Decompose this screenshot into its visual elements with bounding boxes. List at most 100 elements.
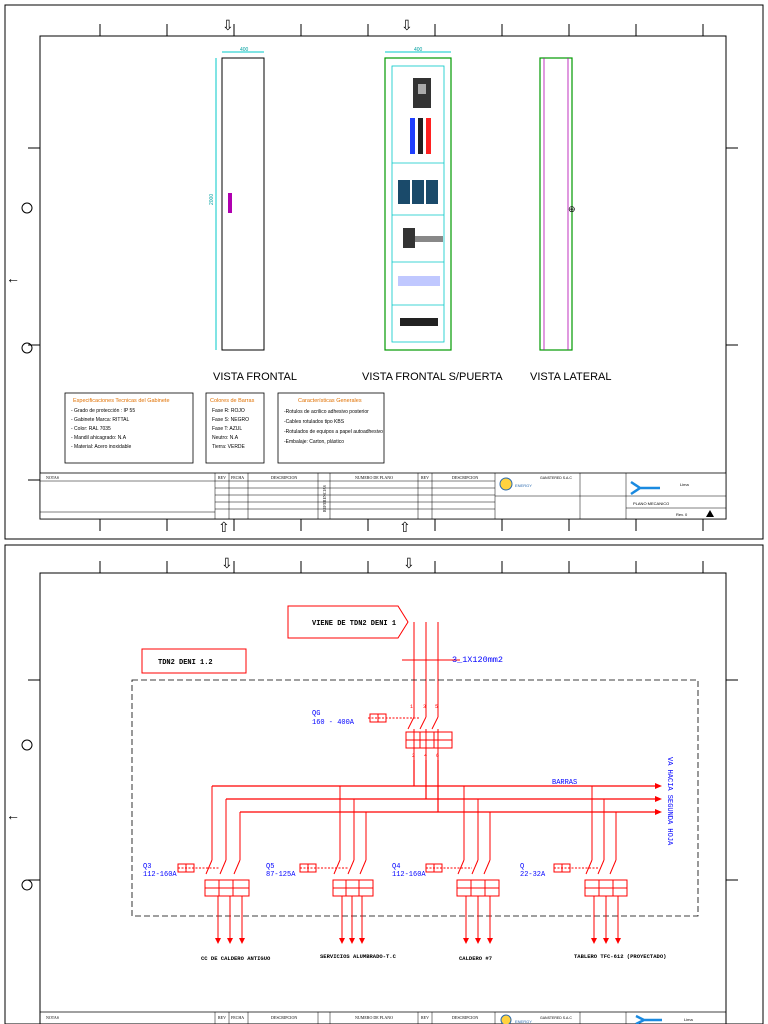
title-notes-label: NOTAS bbox=[46, 475, 59, 480]
feeder-conductors bbox=[402, 622, 460, 717]
board-enclosure bbox=[131, 679, 699, 917]
breaker-q4 bbox=[426, 180, 438, 204]
branch-tag: Q bbox=[520, 863, 524, 871]
branch-load: CALDERO #7 bbox=[459, 955, 492, 962]
bar-color-item: Neutro: N.A bbox=[212, 435, 239, 441]
branch-q4: Q4 112-160A CALDERO #7 bbox=[392, 786, 500, 962]
arrow-left-icon: ← bbox=[6, 807, 20, 823]
branch-tag: Q3 bbox=[143, 863, 151, 871]
company-logo-icon bbox=[499, 477, 513, 491]
main-breaker-handle bbox=[418, 84, 426, 94]
company-name: GANSTERED S.A.C bbox=[540, 1016, 572, 1020]
branch-rating: 112-160A bbox=[392, 871, 426, 879]
title-rev-label: REV bbox=[421, 1015, 429, 1020]
ground-bar bbox=[400, 318, 438, 326]
branch-rating: 22-32A bbox=[520, 871, 546, 879]
feeder-cable-label: 3_1X120mm2 bbox=[452, 655, 503, 665]
bar-color-item: Fase R: ROJO bbox=[212, 408, 245, 414]
main-top-terminal: 3 bbox=[423, 704, 426, 710]
title-description-label: DESCRIPCION bbox=[271, 475, 297, 480]
main-top-terminal: 5 bbox=[435, 704, 438, 710]
general-features-title: Características Generales bbox=[298, 398, 362, 404]
specs-item: - Gabinete Marca: RITTAL bbox=[71, 417, 129, 423]
register-circle-icon bbox=[21, 879, 33, 891]
view-label-side: VISTA LATERAL bbox=[530, 371, 612, 383]
specs-title: Especificaciones Tecnicas del Gabinete bbox=[73, 398, 170, 404]
branch-q: Q 22-32A TABLERO TFC-612 (PROYECTADO) bbox=[520, 786, 666, 960]
terminal-block-row bbox=[398, 276, 440, 286]
center-mark-icon: ⇩ bbox=[403, 555, 415, 571]
main-top-terminal: 1 bbox=[410, 704, 413, 710]
specs-box: Especificaciones Tecnicas del Gabinete -… bbox=[64, 392, 194, 464]
general-feature-item: -Embalaje: Carton, plástico bbox=[284, 439, 344, 445]
bar-color-item: Fase T: AZUL bbox=[212, 426, 242, 432]
breaker-q3 bbox=[398, 180, 410, 204]
sheet-2: ⇩ ⇩ ← VIENE DE TDN2 DENI 1 3_1X120mm2 TD… bbox=[4, 544, 764, 1024]
grid-ticks-sheet-2 bbox=[28, 561, 738, 881]
door-handle bbox=[228, 193, 232, 213]
branch-tag: Q5 bbox=[266, 863, 274, 871]
busbar-label: BARRAS bbox=[552, 779, 577, 787]
sheet-2-inner-frame bbox=[39, 572, 727, 1024]
inner-width-dim: 400 bbox=[414, 47, 423, 53]
title-description-label: DESCRIPCION bbox=[452, 475, 478, 480]
arrow-left-icon: ← bbox=[6, 270, 20, 286]
board-name-box bbox=[141, 648, 247, 674]
view-label-front-no-door: VISTA FRONTAL S/PUERTA bbox=[362, 371, 503, 383]
title-date-label: FECHA bbox=[231, 475, 244, 480]
title-description-label: DESCRIPCION bbox=[452, 1015, 478, 1020]
center-mark-icon: ⇩ bbox=[221, 555, 233, 571]
center-mark-icon: ⇩ bbox=[222, 17, 234, 33]
location-label: Lima bbox=[680, 482, 689, 487]
breaker-q bbox=[403, 228, 415, 248]
specs-item: - Grado de protección : IP 55 bbox=[71, 408, 135, 414]
branch-q3: Q3 112-160A CC DE CALDERO ANTIGUO bbox=[143, 786, 271, 962]
register-circle-icon bbox=[21, 202, 33, 214]
sheet-1: ⇩ ⇩ ⇧ ⇧ ← 400 2000 VISTA FRONTAL 400 bbox=[4, 4, 764, 540]
board-name: TDN2 DENI 1.2 bbox=[158, 659, 213, 667]
title-date-label: FECHA bbox=[231, 1015, 244, 1020]
next-sheet-label: VA HACIA SEGUNDA HOJA bbox=[665, 757, 673, 846]
busbar-arrowheads bbox=[655, 783, 662, 815]
cabinet-side bbox=[539, 57, 573, 351]
source-tag-text: VIENE DE TDN2 DENI 1 bbox=[312, 620, 396, 628]
title-rev-label: REV bbox=[218, 1015, 226, 1020]
title-block-sheet-1: NOTAS REV FECHA DESCRIPCION NUMERO DE PL… bbox=[39, 472, 727, 520]
register-circle-icon bbox=[21, 342, 33, 354]
branch-rating: 87-125A bbox=[266, 871, 296, 879]
main-breaker-tag: QG bbox=[312, 710, 320, 718]
bar-colors-title: Colores de Barras bbox=[210, 398, 255, 404]
bar-color-item: Fase S: NEGRO bbox=[212, 417, 249, 423]
main-bottom-terminal: 2 bbox=[412, 753, 415, 759]
busbar-red bbox=[426, 118, 431, 154]
general-features-box: Características Generales -Rotulos de ac… bbox=[277, 392, 385, 464]
company-logo-text: ENERGY bbox=[515, 483, 532, 488]
main-breaker-rating: 160 - 400A bbox=[312, 719, 355, 727]
general-feature-item: -Cables rotulados tipo KBS bbox=[284, 419, 345, 425]
client-logo-icon bbox=[630, 480, 660, 496]
general-feature-item: -Rotulados de equipos a papel autoadhesi… bbox=[284, 429, 383, 435]
title-references-label: REFERENCIAS bbox=[322, 485, 327, 512]
bar-color-item: Tierra: VERDE bbox=[212, 444, 246, 450]
client-logo-icon bbox=[635, 1014, 662, 1024]
north-triangle-icon bbox=[706, 510, 714, 517]
busbar-black bbox=[418, 118, 423, 154]
breaker-q5 bbox=[412, 180, 424, 204]
company-logo-icon bbox=[500, 1014, 512, 1024]
mounting-plate bbox=[391, 65, 445, 343]
title-block-sheet-2: NOTAS REV FECHA DESCRIPCION NUMERO DE PL… bbox=[40, 1011, 726, 1024]
side-hinge-icon: ⊕ bbox=[568, 204, 576, 214]
cabinet-front-view: 400 2000 bbox=[209, 47, 265, 351]
revision-label: Rev. 0 bbox=[676, 512, 688, 517]
branch-tag: Q4 bbox=[392, 863, 400, 871]
center-mark-icon: ⇧ bbox=[218, 519, 230, 535]
branch-q5: Q5 87-125A SERVICIOS ALUMBRADO-T.C bbox=[266, 786, 397, 960]
main-bottom-terminal: 6 bbox=[436, 753, 439, 759]
din-rails bbox=[392, 162, 444, 306]
view-label-front: VISTA FRONTAL bbox=[213, 371, 297, 383]
main-bottom-terminal: 4 bbox=[424, 753, 427, 759]
title-notes-label: NOTAS bbox=[46, 1015, 59, 1020]
bar-colors-box: Colores de Barras Fase R: ROJO Fase S: N… bbox=[205, 392, 265, 464]
main-breaker-qg: QG 160 - 400A 1 3 5 2 4 6 bbox=[312, 704, 453, 760]
